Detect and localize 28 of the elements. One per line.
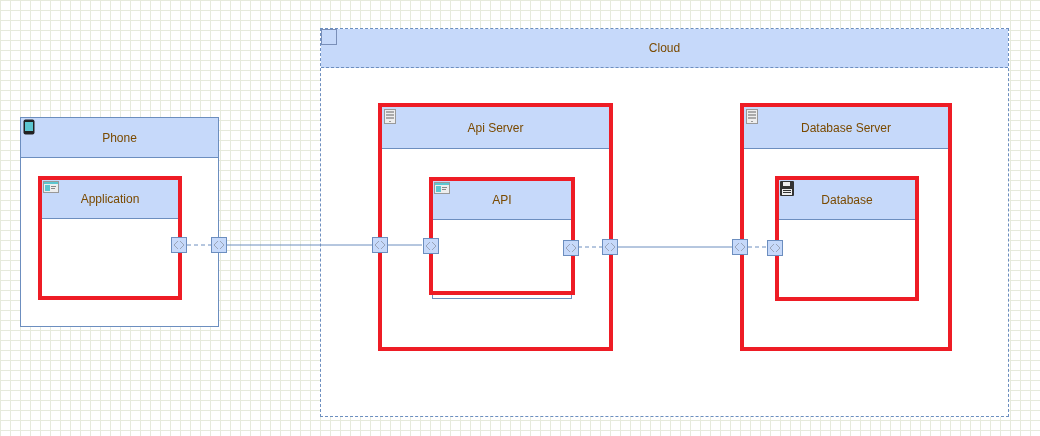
- container-title: Api Server: [467, 119, 524, 137]
- port-box: [602, 239, 618, 255]
- port-box: [563, 240, 579, 256]
- container-title: API: [492, 192, 512, 209]
- container-box: [778, 179, 916, 298]
- connector-line: [226, 244, 373, 246]
- port-box: [372, 237, 388, 253]
- port-box: [171, 237, 187, 253]
- container-title: Database: [821, 191, 873, 209]
- port-box: [767, 240, 783, 256]
- container-title: Phone: [102, 129, 137, 147]
- port-box: [211, 237, 227, 253]
- connector-line: [617, 246, 733, 248]
- connector-line: [747, 246, 767, 248]
- container-box: [20, 117, 219, 327]
- container-title: Cloud: [648, 40, 681, 57]
- container-box: [41, 179, 179, 297]
- port-box: [732, 239, 748, 255]
- connector-line: [387, 244, 423, 246]
- container-box: [432, 180, 572, 292]
- container-title: Database Server: [800, 119, 891, 137]
- container-box: [743, 106, 949, 348]
- port-box: [423, 238, 439, 254]
- container-box: [320, 28, 1009, 417]
- container-title: Application: [80, 191, 140, 208]
- connector-line: [577, 246, 603, 248]
- container-box: [381, 106, 610, 348]
- connector-line: [186, 244, 212, 246]
